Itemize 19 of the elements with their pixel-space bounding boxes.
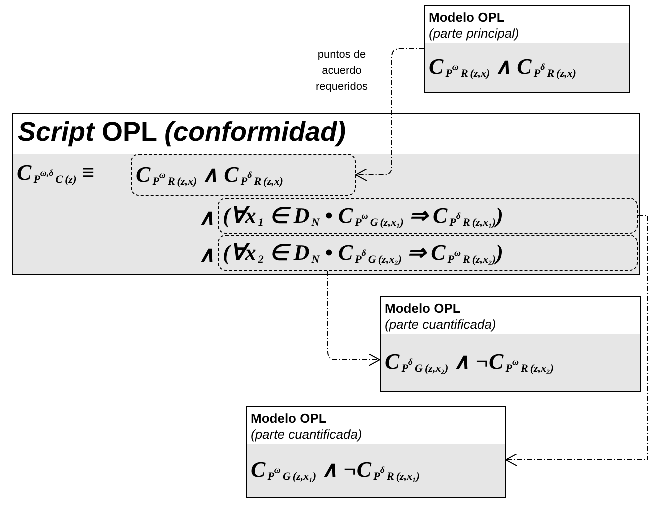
dashed-group xyxy=(131,154,356,196)
connector-arrow xyxy=(506,216,648,466)
model-box xyxy=(424,5,630,93)
box-subtitle: (parte cuantificada) xyxy=(251,427,364,444)
dashed-group xyxy=(218,198,638,234)
box-heading: Modelo OPL xyxy=(429,10,506,26)
script-box xyxy=(12,113,640,275)
connector-arrow xyxy=(356,48,424,182)
dashed-group xyxy=(218,235,638,271)
box-heading: Modelo OPL xyxy=(385,301,462,318)
box-subtitle: (parte cuantificada) xyxy=(385,317,498,334)
box-heading: Modelo OPL xyxy=(251,411,328,428)
connector-arrow xyxy=(328,270,380,366)
formula: ∧ xyxy=(199,244,215,266)
model-box xyxy=(380,296,641,392)
formula: ∧ xyxy=(199,207,215,229)
box-subtitle: (parte principal) xyxy=(429,26,520,42)
model-box xyxy=(246,406,506,498)
box-title: Script OPL (conformidad) xyxy=(18,116,346,149)
